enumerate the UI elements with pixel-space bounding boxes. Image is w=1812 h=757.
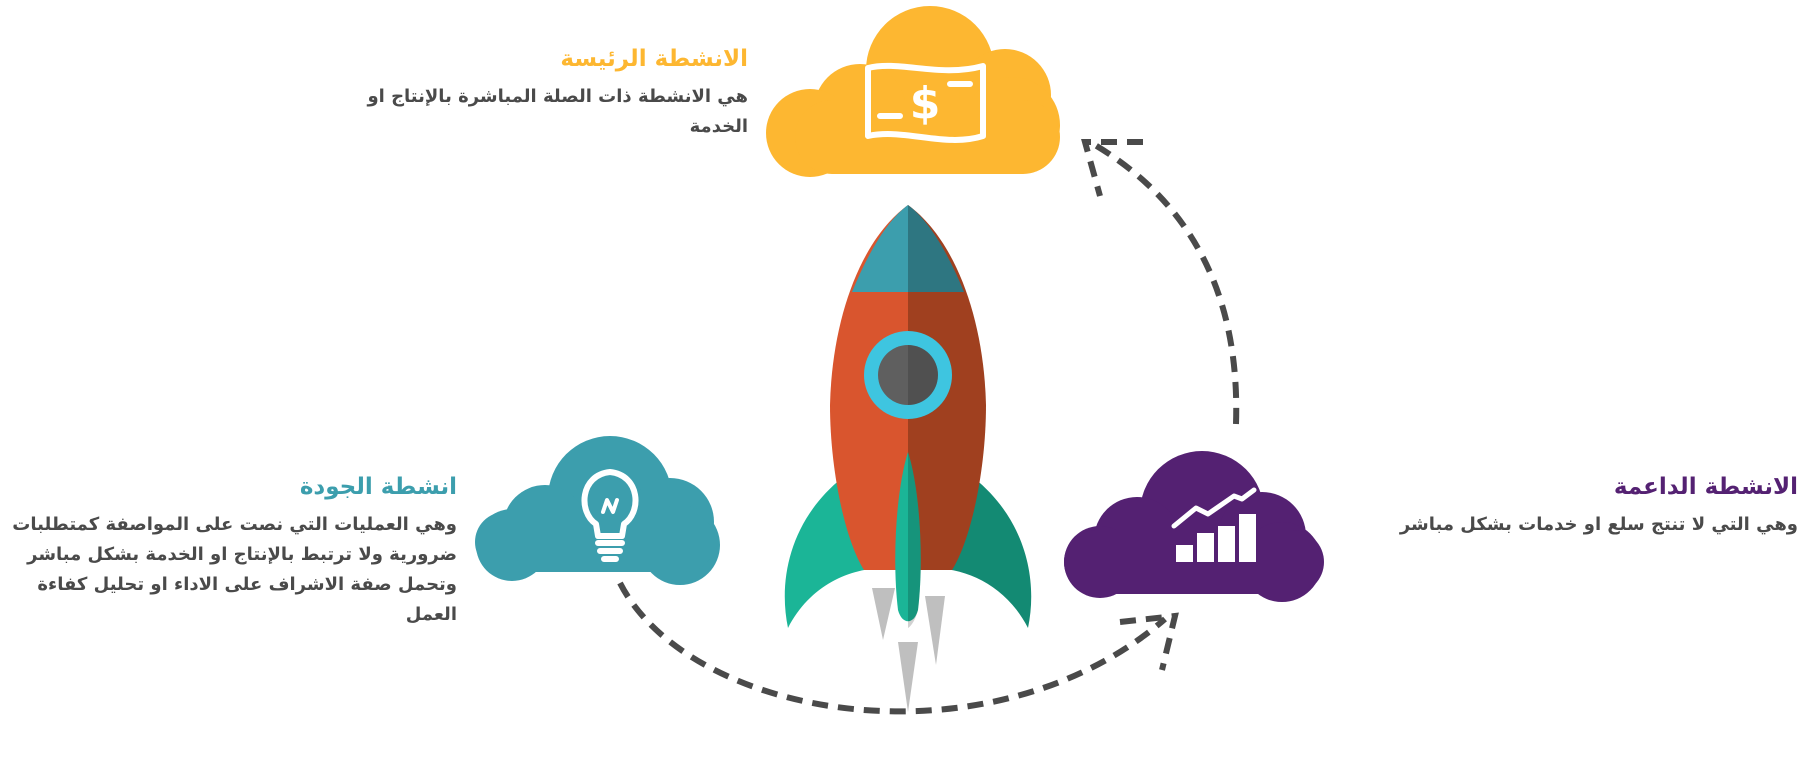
main-activities-description: هي الانشطة ذات الصلة المباشرة بالإنتاج ا… bbox=[367, 86, 748, 137]
main-activities-title: الانشطة الرئيسة bbox=[560, 46, 748, 72]
growth-chart-icon bbox=[1171, 487, 1257, 562]
main-activities-block: الانشطة الرئيسة هي الانشطة ذات الصلة الم… bbox=[350, 44, 748, 142]
quality-activities-description: وهي العمليات التي نصت على المواصفة كمتطل… bbox=[12, 514, 457, 625]
exhaust-right bbox=[925, 596, 945, 665]
arrow-support-to-main bbox=[1093, 142, 1240, 425]
support-activities-description: وهي التي لا تنتج سلع او خدمات بشكل مباشر bbox=[1399, 514, 1798, 535]
arrow-support-arrowhead bbox=[1119, 612, 1179, 671]
rocket-window-shade bbox=[908, 345, 938, 405]
rocket-nose-right bbox=[908, 205, 964, 292]
cycle-arrows bbox=[617, 139, 1240, 715]
rocket-fin-center bbox=[895, 452, 921, 622]
rocket-fin-left bbox=[784, 478, 885, 628]
arrow-main-arrowhead bbox=[1081, 139, 1143, 197]
rocket-icon bbox=[784, 205, 1032, 712]
quality-activities-title: انشطة الجودة bbox=[299, 474, 457, 500]
cloud-support bbox=[1064, 451, 1324, 602]
support-activities-block: الانشطة الداعمة وهي التي لا تنتج سلع او … bbox=[1380, 472, 1798, 540]
svg-text:$: $ bbox=[910, 78, 941, 129]
exhaust-left bbox=[872, 588, 895, 640]
rocket-nose-left bbox=[852, 205, 908, 292]
rocket-window-glass bbox=[878, 345, 938, 405]
cloud-quality bbox=[475, 436, 720, 585]
dollar-bill-icon: $ bbox=[865, 62, 986, 143]
quality-activities-block: انشطة الجودة وهي العمليات التي نصت على ا… bbox=[10, 472, 457, 630]
rocket-fin-right bbox=[931, 478, 1032, 628]
support-activities-title: الانشطة الداعمة bbox=[1613, 474, 1798, 500]
lightbulb-icon bbox=[581, 469, 639, 562]
exhaust-center bbox=[898, 642, 918, 712]
arrow-quality-to-support bbox=[617, 581, 1167, 715]
